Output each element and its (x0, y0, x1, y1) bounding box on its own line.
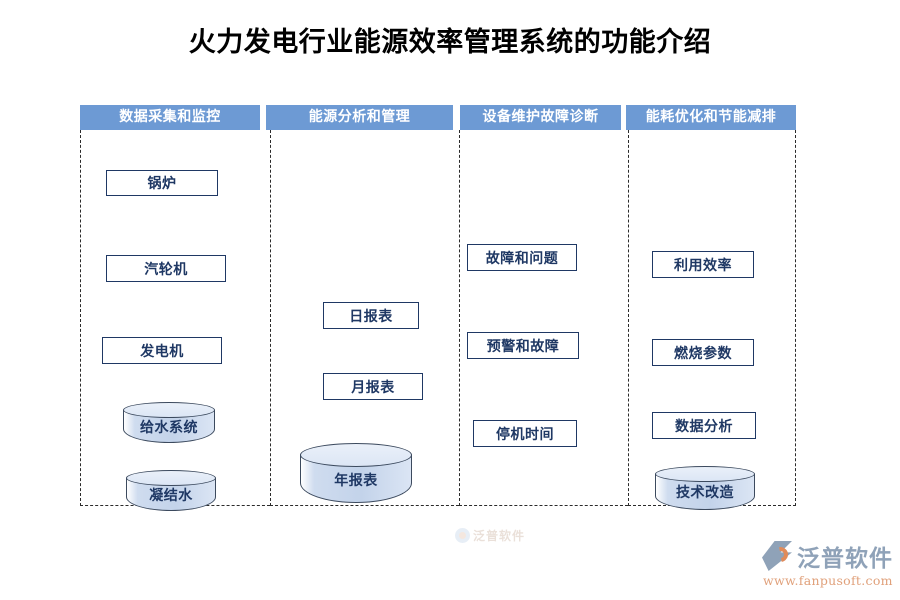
rect-node-4-2[interactable]: 燃烧参数 (652, 339, 754, 366)
rect-node-4-1[interactable]: 利用效率 (652, 251, 754, 278)
node-label: 月报表 (351, 379, 395, 396)
node-label: 技术改造 (676, 485, 734, 501)
cylinder-node-1-5[interactable]: 凝结水 (126, 470, 216, 511)
brand-name: 泛普软件 (797, 546, 893, 572)
swimlane-diagram: 数据采集和监控能源分析和管理设备维护故障诊断能耗优化和节能减排 锅炉汽轮机发电机… (80, 105, 796, 543)
fanpu-logo-icon (762, 541, 792, 571)
cylinder-top-ellipse (123, 402, 215, 418)
column-header-3[interactable]: 设备维护故障诊断 (460, 105, 621, 130)
node-label: 日报表 (349, 308, 393, 325)
node-label: 利用效率 (674, 257, 732, 274)
column-header-4[interactable]: 能耗优化和节能减排 (626, 105, 796, 130)
brand-logo-row: 泛普软件 (762, 540, 894, 572)
rect-node-2-2[interactable]: 月报表 (323, 373, 423, 400)
rect-node-4-3[interactable]: 数据分析 (652, 412, 756, 439)
cylinder-node-2-3[interactable]: 年报表 (300, 443, 412, 503)
cylinder-top-ellipse (126, 470, 216, 486)
rect-node-1-3[interactable]: 发电机 (102, 337, 222, 364)
column-lane-4 (628, 130, 796, 506)
page-title: 火力发电行业能源效率管理系统的功能介绍 (188, 27, 712, 58)
cylinder-watermark: 泛普软件 (438, 525, 542, 545)
cylinder-node-1-4[interactable]: 给水系统 (123, 402, 215, 443)
column-lane-2 (270, 130, 459, 506)
node-label: 发电机 (140, 343, 184, 360)
rect-node-2-1[interactable]: 日报表 (323, 302, 419, 329)
node-label: 数据分析 (675, 418, 733, 435)
node-label: 锅炉 (147, 176, 177, 192)
rect-node-3-3[interactable]: 停机时间 (473, 420, 577, 447)
rect-node-1-2[interactable]: 汽轮机 (106, 255, 226, 282)
rect-node-1-1[interactable]: 锅炉 (106, 170, 218, 196)
rect-node-3-1[interactable]: 故障和问题 (467, 244, 577, 271)
watermark-logo-icon (454, 527, 470, 543)
cylinder-node-4-4[interactable]: 技术改造 (655, 466, 755, 510)
node-label: 给水系统 (140, 419, 198, 436)
node-label: 汽轮机 (144, 261, 188, 278)
brand-logo: 泛普软件 www.fanpusoft.com (762, 540, 894, 592)
node-label: 凝结水 (149, 487, 193, 504)
node-label: 停机时间 (496, 426, 554, 443)
cylinder-top-ellipse (655, 466, 755, 482)
column-lane-3 (459, 130, 628, 506)
node-label: 燃烧参数 (674, 345, 732, 362)
column-header-2[interactable]: 能源分析和管理 (266, 105, 453, 130)
rect-node-3-2[interactable]: 预警和故障 (467, 332, 579, 359)
cylinder-top-ellipse (300, 443, 412, 467)
watermark-text: 泛普软件 (472, 528, 525, 543)
column-header-row: 数据采集和监控能源分析和管理设备维护故障诊断能耗优化和节能减排 (80, 105, 796, 130)
column-header-1[interactable]: 数据采集和监控 (80, 105, 260, 130)
node-label: 故障和问题 (485, 250, 559, 267)
node-label: 预警和故障 (486, 338, 560, 355)
brand-url: www.fanpusoft.com (763, 573, 893, 588)
node-label: 年报表 (334, 473, 378, 489)
